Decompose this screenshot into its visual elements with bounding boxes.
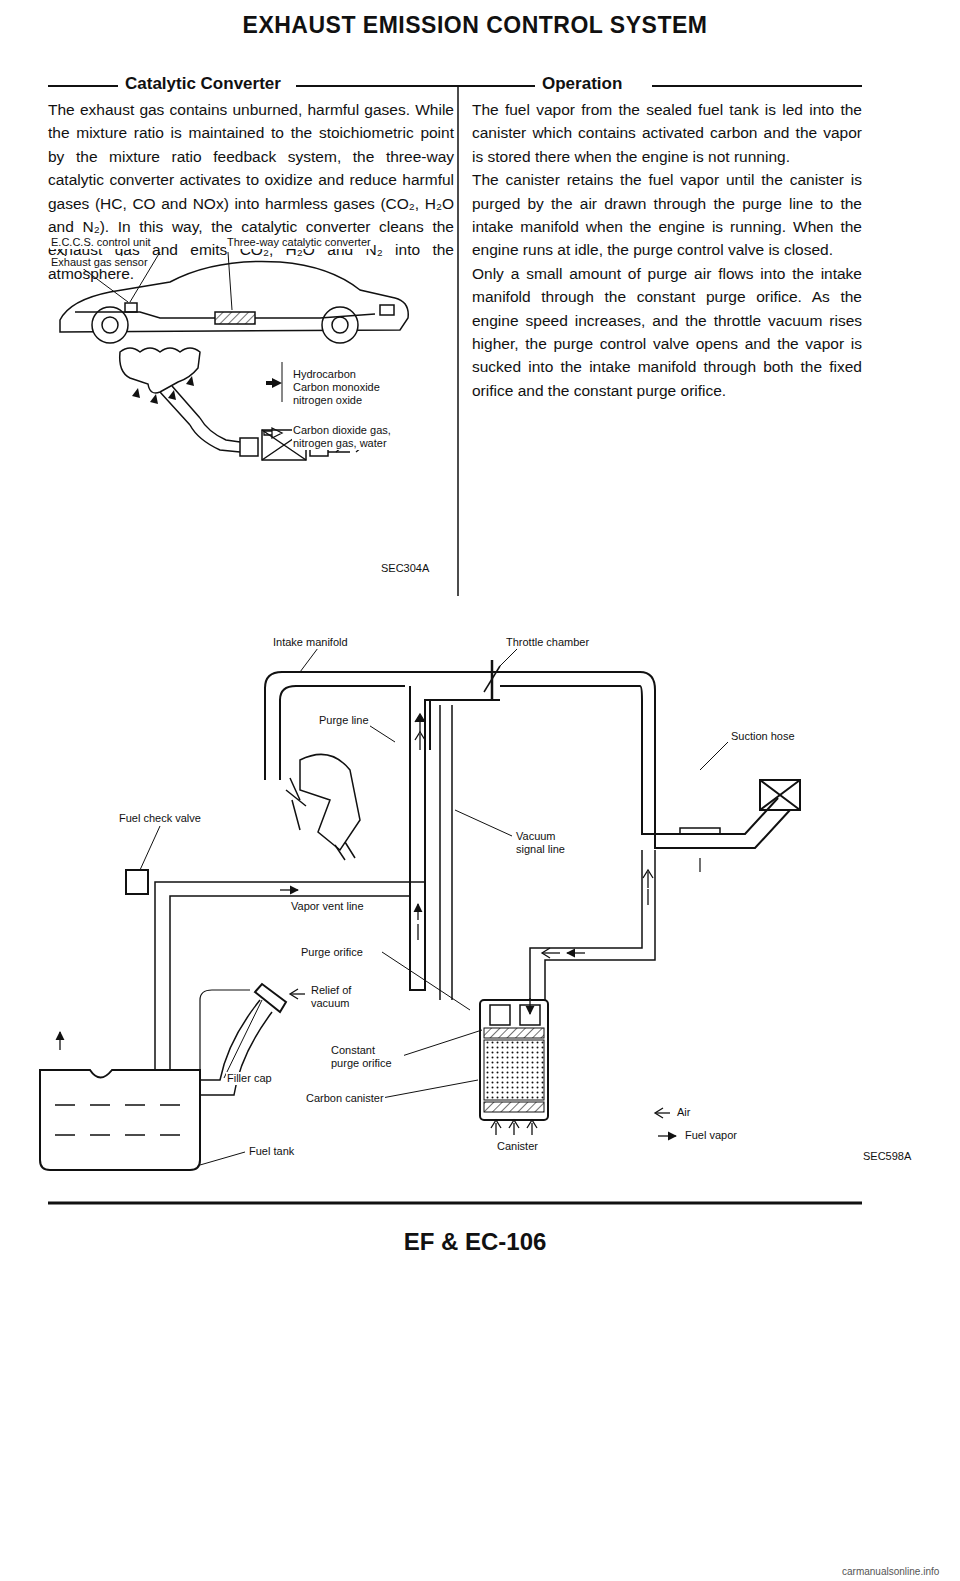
part-label: Relief of vacuum xyxy=(310,984,364,1010)
legend-text: Carbon dioxide gas, xyxy=(292,424,392,437)
legend-text: Carbon monoxide xyxy=(292,381,381,394)
part-label: Fuel check valve xyxy=(118,812,202,825)
part-label: Carbon canister xyxy=(305,1092,385,1105)
part-label: Vapor vent line xyxy=(290,900,365,913)
section-heading: Catalytic Converter xyxy=(125,74,281,94)
part-label: Fuel tank xyxy=(248,1145,295,1158)
legend-text: nitrogen gas, water xyxy=(292,437,388,450)
part-label: Suction hose xyxy=(730,730,796,743)
part-label: Exhaust gas sensor xyxy=(50,256,149,269)
section-heading: Operation xyxy=(542,74,622,94)
part-label: Filler cap xyxy=(226,1072,273,1085)
text-column: The fuel vapor from the sealed fuel tank… xyxy=(472,98,862,402)
part-label: E.C.C.S. control unit xyxy=(50,236,152,249)
legend-text: Air xyxy=(676,1106,691,1119)
part-label: Intake manifold xyxy=(272,636,349,649)
page-title: EXHAUST EMISSION CONTROL SYSTEM xyxy=(0,12,955,39)
paragraph: The canister retains the fuel vapor unti… xyxy=(472,168,862,262)
figure-code: SEC304A xyxy=(380,562,430,575)
part-label: Vacuum signal line xyxy=(515,830,577,856)
part-label: Purge orifice xyxy=(300,946,364,959)
part-label: Three-way catalytic converter xyxy=(226,236,372,249)
watermark: carmanualsonline.info xyxy=(842,1566,939,1577)
part-label: Constant purge orifice xyxy=(330,1044,404,1070)
paragraph: The fuel vapor from the sealed fuel tank… xyxy=(472,98,862,168)
part-label: Purge line xyxy=(318,714,370,727)
figure-code: SEC598A xyxy=(862,1150,912,1163)
legend-text: nitrogen oxide xyxy=(292,394,363,407)
legend-text: Fuel vapor xyxy=(684,1129,738,1142)
legend-text: Hydrocarbon xyxy=(292,368,357,381)
part-label: Canister xyxy=(496,1140,539,1153)
part-label: Throttle chamber xyxy=(505,636,590,649)
paragraph: Only a small amount of purge air flows i… xyxy=(472,262,862,402)
page-number: EF & EC-106 xyxy=(0,1228,955,1256)
